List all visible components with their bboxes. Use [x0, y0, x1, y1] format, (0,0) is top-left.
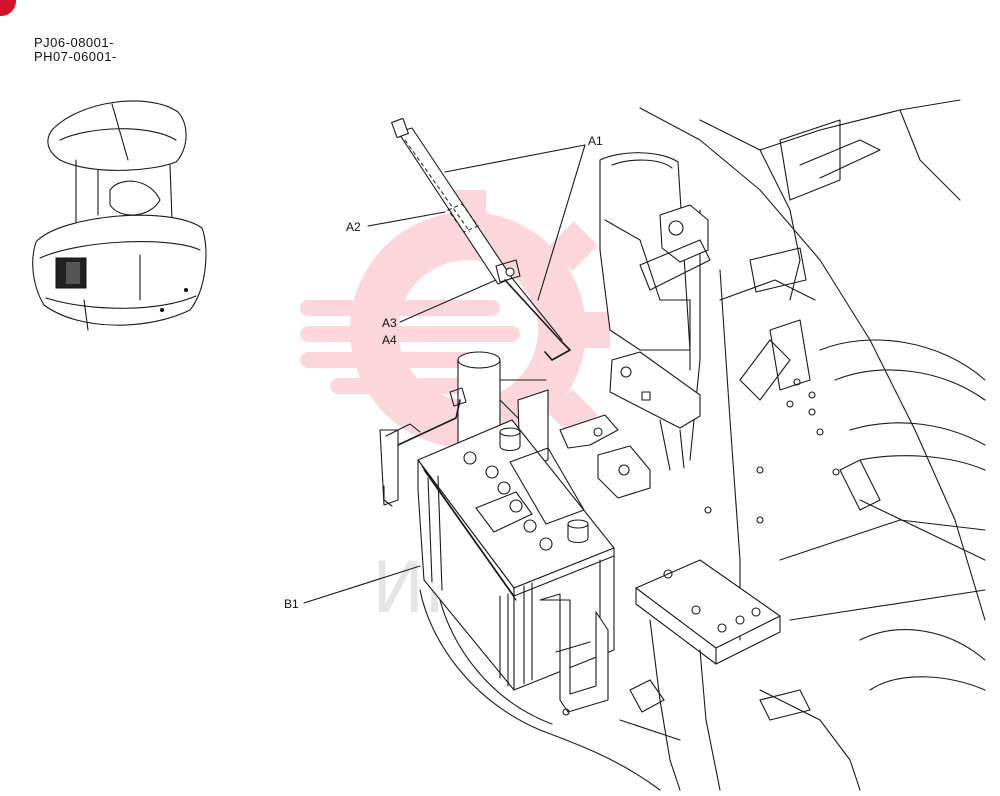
callout-a1: A1 — [588, 134, 603, 148]
callout-a3: A3 — [382, 316, 397, 330]
machine-thumbnail — [32, 100, 207, 331]
callout-b1: B1 — [284, 597, 299, 611]
terminal-brackets — [559, 351, 701, 499]
machine-frame — [639, 99, 986, 791]
battery — [417, 419, 615, 716]
hold-down-rod — [391, 117, 571, 361]
column-bracket — [599, 152, 711, 371]
serial-range-1: PJ06-08001- — [34, 35, 114, 50]
callout-a2: A2 — [346, 220, 361, 234]
mounting-plate — [619, 559, 811, 791]
callout-a4: A4 — [382, 333, 397, 347]
left-bracket — [379, 387, 467, 507]
leader-lines — [303, 144, 586, 604]
frame-arc — [419, 589, 661, 791]
serial-range-2: PH07-06001- — [34, 49, 117, 64]
